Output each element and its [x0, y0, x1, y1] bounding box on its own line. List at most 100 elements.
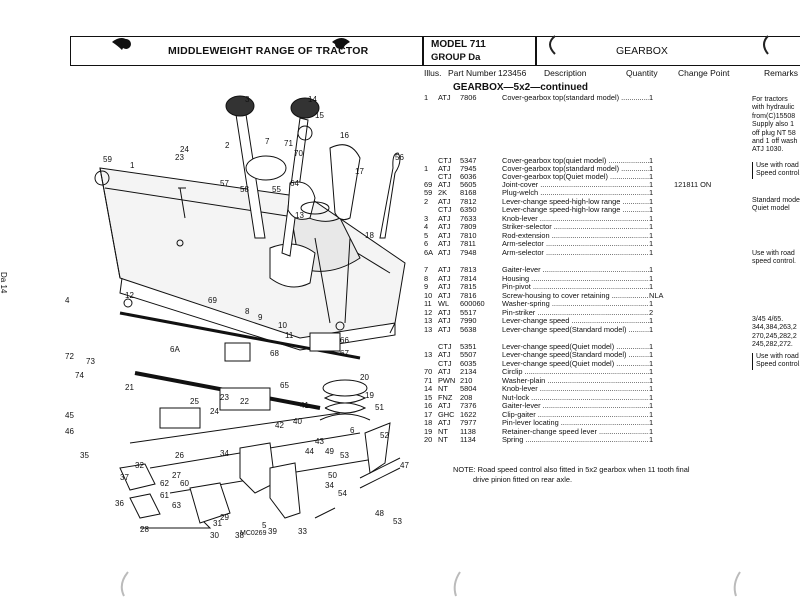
- svg-text:73: 73: [86, 357, 95, 366]
- svg-text:36: 36: [115, 499, 124, 508]
- svg-text:4: 4: [65, 296, 70, 305]
- footnote: NOTE: Road speed control also fitted in …: [453, 465, 690, 484]
- plug-welch-59: [94, 170, 110, 186]
- svg-text:16: 16: [340, 131, 349, 140]
- svg-text:66: 66: [340, 336, 349, 345]
- svg-text:14: 14: [308, 95, 317, 104]
- svg-text:30: 30: [210, 531, 219, 540]
- svg-text:46: 46: [65, 427, 74, 436]
- svg-text:5: 5: [262, 521, 267, 530]
- svg-text:35: 35: [80, 451, 89, 460]
- svg-text:51: 51: [375, 403, 384, 412]
- svg-text:34: 34: [325, 481, 334, 490]
- svg-text:18: 18: [365, 231, 374, 240]
- svg-text:69: 69: [208, 296, 217, 305]
- svg-text:61: 61: [160, 491, 169, 500]
- svg-text:56: 56: [395, 153, 404, 162]
- figure-reference: MC0269: [240, 530, 267, 537]
- svg-text:47: 47: [400, 461, 409, 470]
- svg-text:43: 43: [315, 437, 324, 446]
- svg-text:33: 33: [298, 527, 307, 536]
- svg-text:65: 65: [280, 381, 289, 390]
- svg-text:60: 60: [180, 479, 189, 488]
- model-label: MODEL 711: [431, 39, 486, 50]
- svg-text:45: 45: [65, 411, 74, 420]
- svg-text:26: 26: [175, 451, 184, 460]
- col-part-number: Part Number: [448, 68, 497, 78]
- col-ref: 123456: [498, 68, 527, 78]
- col-remarks: Remarks: [764, 68, 799, 78]
- model-group-box: MODEL 711 GROUP Da: [422, 36, 537, 66]
- range-title-box: MIDDLEWEIGHT RANGE OF TRACTOR: [70, 36, 424, 66]
- svg-text:13: 13: [295, 211, 304, 220]
- svg-text:19: 19: [365, 391, 374, 400]
- side-page-label: Da 14: [0, 272, 8, 294]
- svg-text:3: 3: [245, 95, 250, 104]
- svg-text:52: 52: [380, 431, 389, 440]
- svg-text:6: 6: [350, 426, 355, 435]
- svg-text:40: 40: [293, 417, 302, 426]
- svg-text:6A: 6A: [170, 345, 180, 354]
- svg-text:23: 23: [220, 393, 229, 402]
- svg-text:8: 8: [245, 307, 250, 316]
- svg-text:31: 31: [213, 519, 222, 528]
- svg-text:44: 44: [305, 447, 314, 456]
- svg-text:63: 63: [172, 501, 181, 510]
- svg-text:32: 32: [135, 461, 144, 470]
- svg-text:68: 68: [270, 349, 279, 358]
- col-illus: Illus.: [424, 68, 442, 78]
- range-title: MIDDLEWEIGHT RANGE OF TRACTOR: [168, 45, 369, 57]
- svg-text:64: 64: [290, 179, 299, 188]
- svg-text:21: 21: [125, 383, 134, 392]
- svg-text:74: 74: [75, 371, 84, 380]
- svg-text:1: 1: [130, 161, 135, 170]
- svg-text:7: 7: [265, 137, 270, 146]
- svg-text:55: 55: [272, 185, 281, 194]
- svg-text:49: 49: [325, 447, 334, 456]
- svg-text:39: 39: [268, 527, 277, 536]
- svg-text:58: 58: [240, 185, 249, 194]
- svg-text:62: 62: [160, 479, 169, 488]
- svg-text:37: 37: [120, 473, 129, 482]
- svg-text:20: 20: [360, 373, 369, 382]
- svg-text:23: 23: [175, 153, 184, 162]
- col-quantity: Quantity: [626, 68, 658, 78]
- svg-text:50: 50: [328, 471, 337, 480]
- svg-text:42: 42: [275, 421, 284, 430]
- svg-text:2: 2: [225, 141, 230, 150]
- svg-text:12: 12: [125, 291, 134, 300]
- col-description: Description: [544, 68, 587, 78]
- svg-text:34: 34: [220, 449, 229, 458]
- svg-text:25: 25: [190, 397, 199, 406]
- svg-text:10: 10: [278, 321, 287, 330]
- svg-text:24: 24: [210, 407, 219, 416]
- group-label: GROUP Da: [431, 52, 481, 63]
- section-title-box: GEARBOX: [535, 36, 800, 66]
- binder-clip-icon: [112, 38, 350, 50]
- svg-text:29: 29: [220, 513, 229, 522]
- svg-text:41: 41: [300, 401, 309, 410]
- svg-text:15: 15: [315, 111, 324, 120]
- parts-section-heading: GEARBOX—5x2—continued: [453, 82, 589, 93]
- svg-text:48: 48: [375, 509, 384, 518]
- svg-text:24: 24: [180, 145, 189, 154]
- svg-text:54: 54: [338, 489, 347, 498]
- svg-text:67: 67: [340, 349, 349, 358]
- svg-text:27: 27: [172, 471, 181, 480]
- svg-text:28: 28: [140, 525, 149, 534]
- section-title: GEARBOX: [616, 45, 668, 57]
- svg-text:70: 70: [294, 149, 303, 158]
- svg-text:53: 53: [340, 451, 349, 460]
- svg-text:17: 17: [355, 167, 364, 176]
- svg-text:59: 59: [103, 155, 112, 164]
- svg-text:71: 71: [284, 139, 293, 148]
- punch-hole-icon: [120, 35, 769, 597]
